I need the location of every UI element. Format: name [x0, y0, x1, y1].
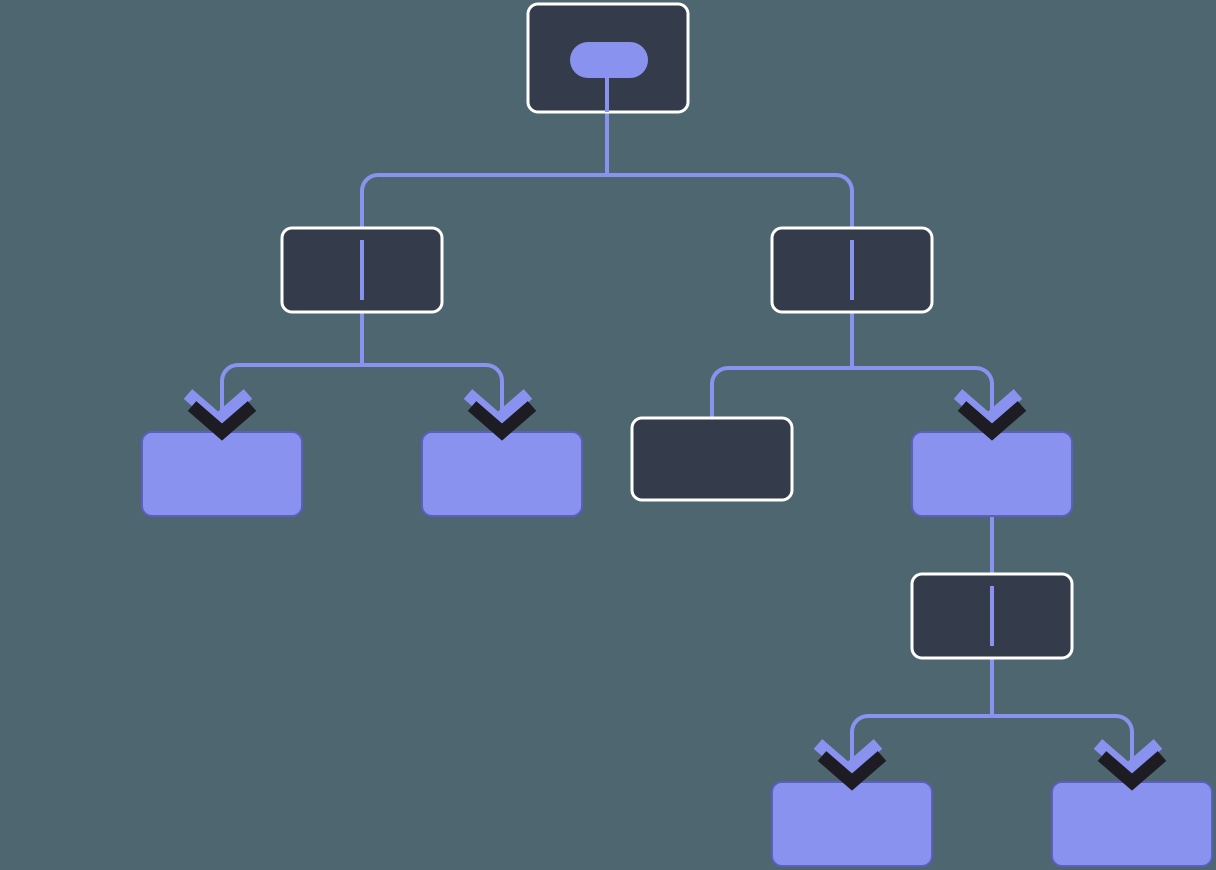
connector-branch-6: [850, 714, 869, 782]
connector-branch-3: [485, 363, 504, 432]
node-leaf-l2[interactable]: [421, 431, 583, 517]
node-stem-root: [605, 60, 609, 112]
connector-branch-0: [360, 173, 379, 228]
connector-branch-5: [975, 366, 994, 432]
connector-branch-4: [710, 366, 729, 418]
arrowhead-leaf-l1: [183, 389, 257, 441]
node-layer: [141, 2, 1213, 867]
node-leaf-l1[interactable]: [141, 431, 303, 517]
node-leaf-r-dark[interactable]: [630, 416, 794, 502]
arrowhead-branch-r2: [953, 389, 1027, 441]
node-branch-r2[interactable]: [911, 431, 1073, 517]
arrowhead-layer: [183, 389, 1167, 791]
node-throughline-sub-dark: [990, 586, 994, 646]
connector-layer: [220, 112, 1134, 782]
node-throughline-branch-right: [850, 240, 854, 300]
node-leaf-b2[interactable]: [1051, 781, 1213, 867]
node-leaf-b1[interactable]: [771, 781, 933, 867]
node-throughline-branch-left: [360, 240, 364, 300]
connector-branch-2: [220, 363, 239, 432]
arrowhead-leaf-l2: [463, 389, 537, 441]
arrowhead-leaf-b2: [1093, 739, 1167, 791]
arrowhead-leaf-b1: [813, 739, 887, 791]
connector-branch-1: [835, 173, 854, 228]
connector-branch-7: [1115, 714, 1134, 782]
